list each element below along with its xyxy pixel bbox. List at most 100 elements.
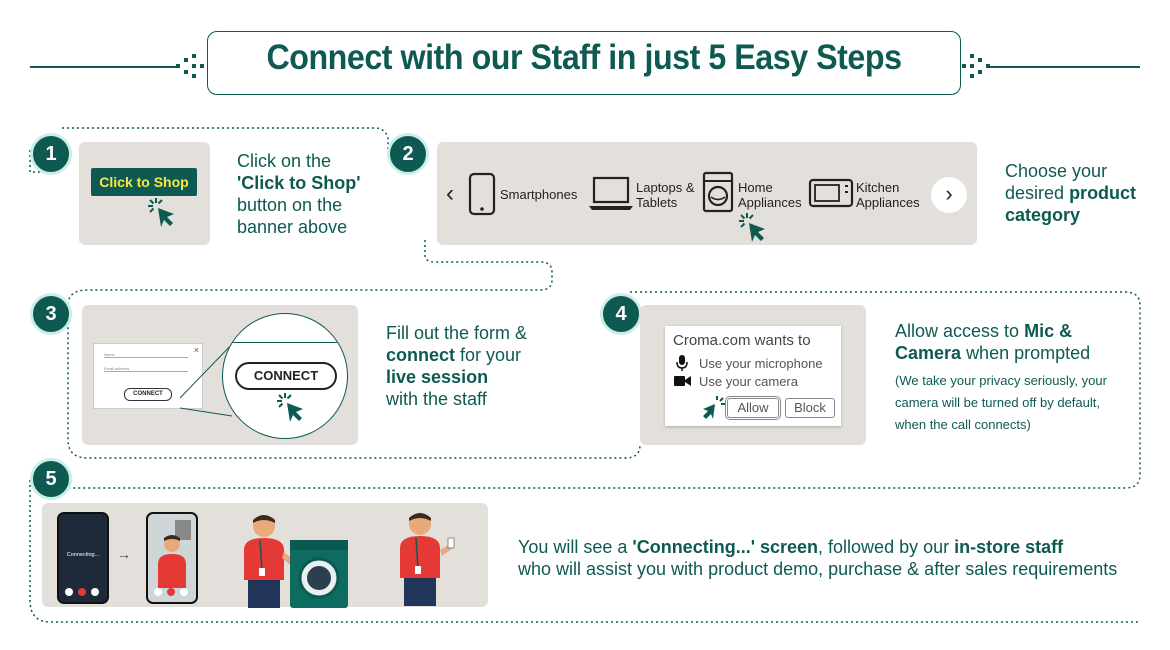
step-4-badge: 4 (600, 293, 642, 335)
microwave-icon (808, 178, 854, 208)
category-laptops-tablets[interactable]: Laptops & Tablets (636, 180, 695, 210)
permission-camera-label: Use your camera (699, 374, 798, 389)
text: button on the (237, 195, 343, 215)
text: Home (738, 180, 773, 195)
click-to-shop-button[interactable]: Click to Shop (91, 168, 197, 196)
text: Click on the (237, 151, 332, 171)
text: for your (460, 345, 522, 365)
permission-prompt: Croma.com wants to Use your microphone U… (665, 326, 841, 426)
text: Fill out the form & (386, 323, 528, 343)
laptop-icon (589, 176, 633, 210)
text: , followed by our (818, 537, 950, 557)
text: who will assist you with product demo, p… (518, 559, 1118, 579)
header-right-line (990, 66, 1140, 68)
text: (We take your privacy seriously, your (895, 373, 1107, 388)
step-5-badge: 5 (30, 458, 72, 500)
header-right-dots-icon (962, 54, 990, 78)
text: with the staff (386, 389, 487, 409)
sparkle-decor (348, 298, 354, 304)
text: connect (386, 345, 456, 365)
step-3-text: Fill out the form & connect for your liv… (386, 322, 586, 410)
sparkle-decor (202, 134, 208, 140)
text: desired (1005, 183, 1065, 203)
phone-status-text: Connecting... (66, 552, 100, 558)
sparkle-decor (858, 298, 864, 304)
step-1-badge: 1 (30, 133, 72, 175)
header-title-box (207, 31, 961, 95)
step-2-badge: 2 (387, 133, 429, 175)
smartphone-icon (468, 172, 496, 216)
cursor-click-icon (739, 213, 765, 242)
text: 'Click to Shop' (237, 173, 361, 193)
phone-video-call (146, 512, 198, 604)
text: when the call connects) (895, 417, 1031, 432)
step-1-text: Click on the 'Click to Shop' button on t… (237, 150, 367, 238)
zoom-circle: CONNECT (222, 313, 348, 439)
zoom-connect-button[interactable]: CONNECT (235, 362, 337, 390)
privacy-note: (We take your privacy seriously, your ca… (895, 370, 1145, 436)
form-connect-button[interactable]: CONNECT (124, 388, 172, 401)
block-button[interactable]: Block (785, 398, 835, 418)
text: product (1069, 183, 1137, 203)
carousel-next-button[interactable]: › (931, 177, 967, 213)
washing-machine-icon (702, 171, 734, 213)
shape (65, 588, 73, 596)
step-4-text: Allow access to Mic & Camera when prompt… (895, 320, 1145, 364)
step-5-text: You will see a 'Connecting...' screen, f… (518, 536, 1158, 580)
chevron-right-icon: › (945, 181, 953, 206)
shape (180, 588, 188, 596)
text: Allow access to (895, 321, 1020, 341)
step-2-card (437, 142, 977, 245)
permission-mic-label: Use your microphone (699, 356, 823, 371)
text: camera will be turned off by default, (895, 395, 1100, 410)
category-home-appliances[interactable]: Home Appliances (738, 180, 802, 210)
staff-with-phone-illustration (400, 513, 455, 606)
text: Laptops & (636, 180, 695, 195)
text: Appliances (738, 195, 802, 210)
text: live session (386, 367, 489, 387)
text: Camera (895, 343, 962, 363)
text: in-store staff (954, 537, 1064, 557)
form-close-icon[interactable]: × (193, 345, 199, 355)
text: Mic & (1024, 321, 1073, 341)
carousel-prev-icon[interactable]: ‹ (446, 180, 454, 207)
form-name-field[interactable]: Name (104, 352, 188, 358)
shape (175, 520, 191, 540)
header-left-dots-icon (176, 54, 204, 78)
text: Appliances (856, 195, 920, 210)
text: Choose your (1005, 161, 1108, 181)
shape (223, 342, 347, 343)
text: Kitchen (856, 180, 900, 195)
step-2-text: Choose your desired product category (1005, 160, 1155, 226)
form-email-field[interactable]: Email address (104, 366, 188, 372)
text: category (1005, 205, 1081, 225)
arrow-icon: → (117, 546, 131, 562)
text: when prompted (966, 343, 1091, 363)
category-kitchen-appliances[interactable]: Kitchen Appliances (856, 180, 920, 210)
category-smartphones[interactable]: Smartphones (500, 187, 578, 202)
form-preview: × Name Email address CONNECT (93, 343, 203, 409)
text: Name (104, 352, 115, 357)
allow-button[interactable]: Allow (725, 396, 781, 420)
header-left-line (30, 66, 180, 68)
text: 'Connecting...' screen (632, 537, 819, 557)
hang-up-icon (78, 588, 86, 596)
sparkle-decor (480, 496, 486, 502)
shape (154, 588, 162, 596)
text: banner above (237, 217, 348, 237)
phone-connecting: Connecting... (57, 512, 109, 604)
hang-up-icon (167, 588, 175, 596)
text: Tablets (636, 195, 678, 210)
shape (91, 588, 99, 596)
cursor-click-icon (703, 396, 725, 419)
cursor-click-icon (148, 198, 174, 227)
camera-icon (674, 376, 691, 386)
step-3-badge: 3 (30, 293, 72, 335)
microphone-icon (676, 355, 688, 371)
staff-avatar (158, 535, 186, 588)
permission-title: Croma.com wants to (673, 332, 811, 349)
text: Email address (104, 366, 130, 371)
text: You will see a (518, 537, 628, 557)
sparkle-decor (968, 134, 974, 140)
page-title: Connect with our Staff in just 5 Easy St… (266, 38, 902, 77)
